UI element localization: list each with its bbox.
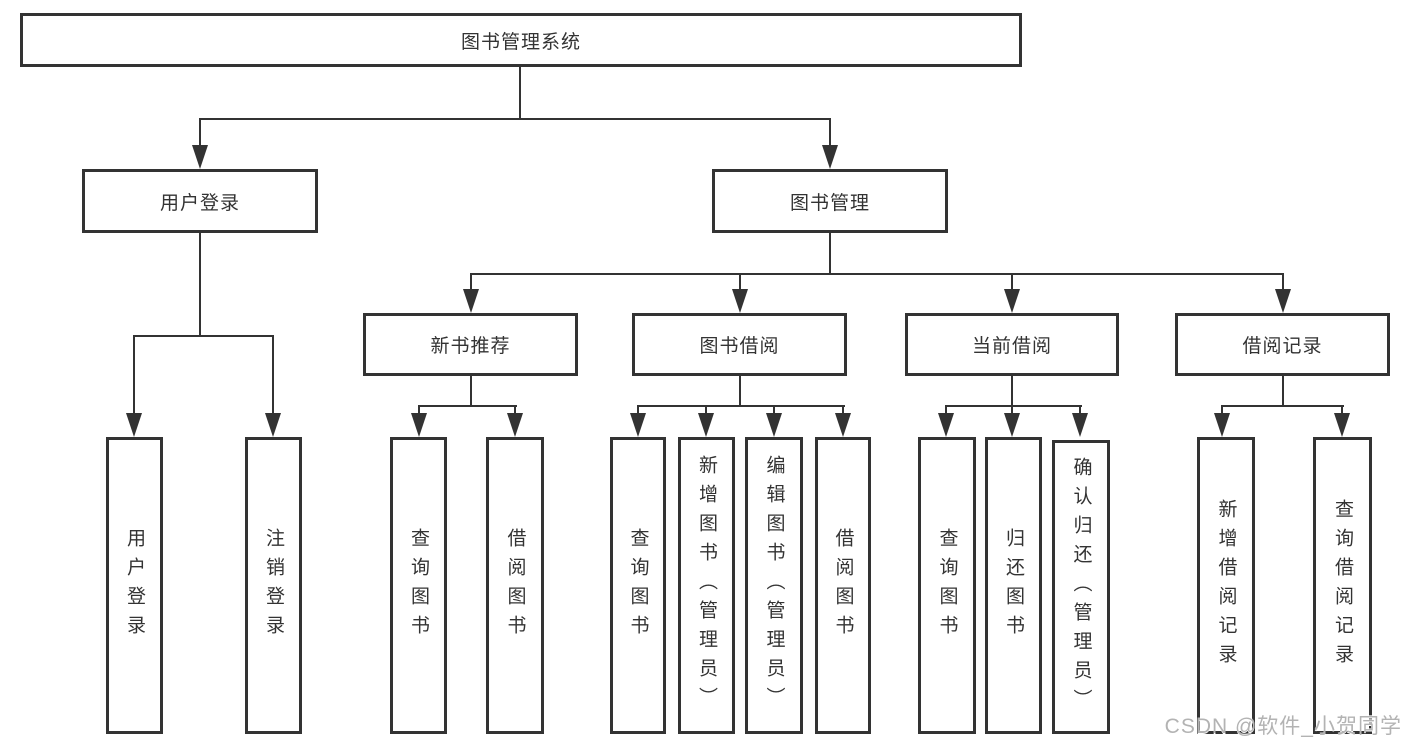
leaf-return-books: 归还图书 <box>985 437 1042 734</box>
leaf-borrow-books: 借阅图书 <box>815 437 871 734</box>
leaf-label: 查询图书 <box>627 527 649 644</box>
connector-stem-leaf-login <box>133 335 135 413</box>
connector-stem <box>1221 405 1223 415</box>
connector-stem <box>637 405 639 415</box>
connector-new-books-branch <box>418 405 517 407</box>
leaf-query-borrow-record: 查询借阅记录 <box>1313 437 1372 734</box>
leaf-label: 新增借阅记录 <box>1215 498 1237 673</box>
arrow-down-icon <box>1214 413 1230 437</box>
arrow-down-icon <box>1334 413 1350 437</box>
leaf-label: 借阅图书 <box>832 527 854 644</box>
leaf-query-books-borrow: 查询图书 <box>610 437 666 734</box>
arrow-down-icon <box>1004 289 1020 313</box>
arrow-down-icon <box>938 413 954 437</box>
arrow-down-icon <box>192 145 208 169</box>
node-current-borrow: 当前借阅 <box>905 313 1119 376</box>
connector-borrow-records-trunk <box>1282 376 1284 407</box>
connector-book-borrow-trunk <box>739 376 741 407</box>
leaf-label: 借阅图书 <box>504 527 526 644</box>
connector-stem <box>773 405 775 415</box>
connector-borrow-records-branch <box>1221 405 1344 407</box>
leaf-add-borrow-record: 新增借阅记录 <box>1197 437 1255 734</box>
connector-stem-borrow-records <box>1282 273 1284 291</box>
arrow-down-icon <box>463 289 479 313</box>
node-book-borrow-label: 图书借阅 <box>699 336 780 357</box>
node-user-login-label: 用户登录 <box>159 192 240 214</box>
arrow-down-icon <box>1275 289 1291 313</box>
connector-user-login-trunk <box>199 233 201 337</box>
connector-stem <box>418 405 420 415</box>
connector-current-borrow-trunk <box>1011 376 1013 407</box>
leaf-add-books-admin: 新增图书（管理员） <box>678 437 735 734</box>
leaf-label: 查询图书 <box>936 527 958 644</box>
node-user-login: 用户登录 <box>82 169 318 233</box>
node-root-label: 图书管理系统 <box>460 31 581 53</box>
connector-stem <box>1011 405 1013 415</box>
connector-stem <box>945 405 947 415</box>
arrow-down-icon <box>1072 413 1088 437</box>
connector-stem-book-borrow <box>739 273 741 291</box>
connector-root-branch <box>199 118 831 120</box>
arrow-down-icon <box>265 413 281 437</box>
node-new-book-recommend-label: 新书推荐 <box>430 336 511 357</box>
leaf-label: 新增图书（管理员） <box>696 455 717 716</box>
leaf-label: 编辑图书（管理员） <box>763 455 785 716</box>
leaf-label: 查询借阅记录 <box>1332 498 1353 673</box>
node-new-book-recommend: 新书推荐 <box>363 313 578 376</box>
arrow-down-icon <box>630 413 646 437</box>
leaf-confirm-return-admin: 确认归还（管理员） <box>1052 440 1110 734</box>
node-book-management: 图书管理 <box>712 169 948 233</box>
connector-book-borrow-branch <box>637 405 845 407</box>
connector-stem <box>1079 405 1081 415</box>
leaf-label: 归还图书 <box>1003 527 1024 644</box>
leaf-query-books-recommend: 查询图书 <box>390 437 447 734</box>
arrow-down-icon <box>507 413 523 437</box>
connector-stem-user-login <box>199 118 201 147</box>
node-book-borrow: 图书借阅 <box>632 313 847 376</box>
leaf-logout: 注销登录 <box>245 437 302 734</box>
connector-book-management-trunk <box>829 233 831 275</box>
connector-stem-book-management <box>829 118 831 147</box>
node-borrow-records: 借阅记录 <box>1175 313 1390 376</box>
arrow-down-icon <box>411 413 427 437</box>
leaf-edit-books-admin: 编辑图书（管理员） <box>745 437 803 734</box>
connector-new-books-trunk <box>470 376 472 407</box>
leaf-query-books-current: 查询图书 <box>918 437 976 734</box>
arrow-down-icon <box>1004 413 1020 437</box>
connector-stem <box>842 405 844 415</box>
connector-current-borrow-branch <box>945 405 1082 407</box>
arrow-down-icon <box>835 413 851 437</box>
connector-root-trunk <box>519 67 521 120</box>
node-current-borrow-label: 当前借阅 <box>971 336 1052 357</box>
arrow-down-icon <box>732 289 748 313</box>
leaf-logout-label: 注销登录 <box>263 527 284 644</box>
leaf-label: 查询图书 <box>408 527 429 644</box>
connector-stem-current-borrow <box>1011 273 1013 291</box>
leaf-label: 确认归还（管理员） <box>1070 456 1092 718</box>
arrow-down-icon <box>698 413 714 437</box>
leaf-user-login: 用户登录 <box>106 437 163 734</box>
connector-book-management-branch <box>470 273 1284 275</box>
connector-user-login-branch <box>133 335 274 337</box>
node-root: 图书管理系统 <box>20 13 1022 67</box>
csdn-watermark: CSDN @软件_小贺同学 <box>1164 715 1402 738</box>
arrow-down-icon <box>126 413 142 437</box>
connector-stem-leaf-logout <box>272 335 274 413</box>
leaf-borrow-books-recommend: 借阅图书 <box>486 437 544 734</box>
arrow-down-icon <box>822 145 838 169</box>
node-borrow-records-label: 借阅记录 <box>1242 336 1323 357</box>
leaf-user-login-label: 用户登录 <box>124 527 145 644</box>
arrow-down-icon <box>766 413 782 437</box>
connector-stem <box>705 405 707 415</box>
connector-stem-new-books <box>470 273 472 291</box>
connector-stem <box>514 405 516 415</box>
connector-stem <box>1341 405 1343 415</box>
node-book-management-label: 图书管理 <box>789 192 870 214</box>
